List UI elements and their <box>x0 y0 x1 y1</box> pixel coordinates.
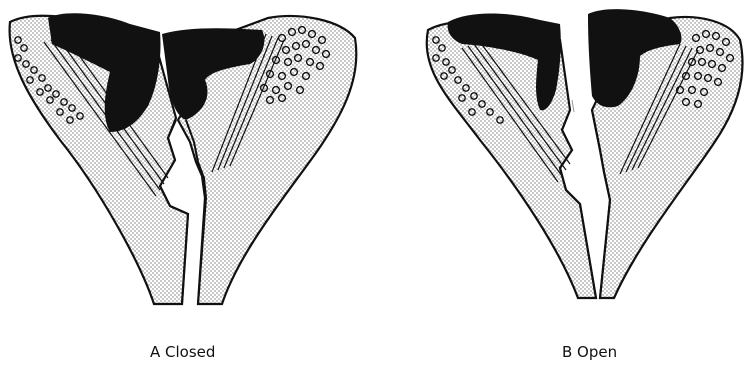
panel-b <box>427 9 743 298</box>
panel-a-left-half <box>10 13 188 304</box>
caption-open: B Open <box>562 343 617 361</box>
panel-a-right-half <box>162 16 356 304</box>
panel-a <box>10 13 357 304</box>
panel-b-right-half <box>588 9 743 298</box>
caption-closed: A Closed <box>150 343 215 361</box>
panel-b-left-half <box>427 14 596 299</box>
